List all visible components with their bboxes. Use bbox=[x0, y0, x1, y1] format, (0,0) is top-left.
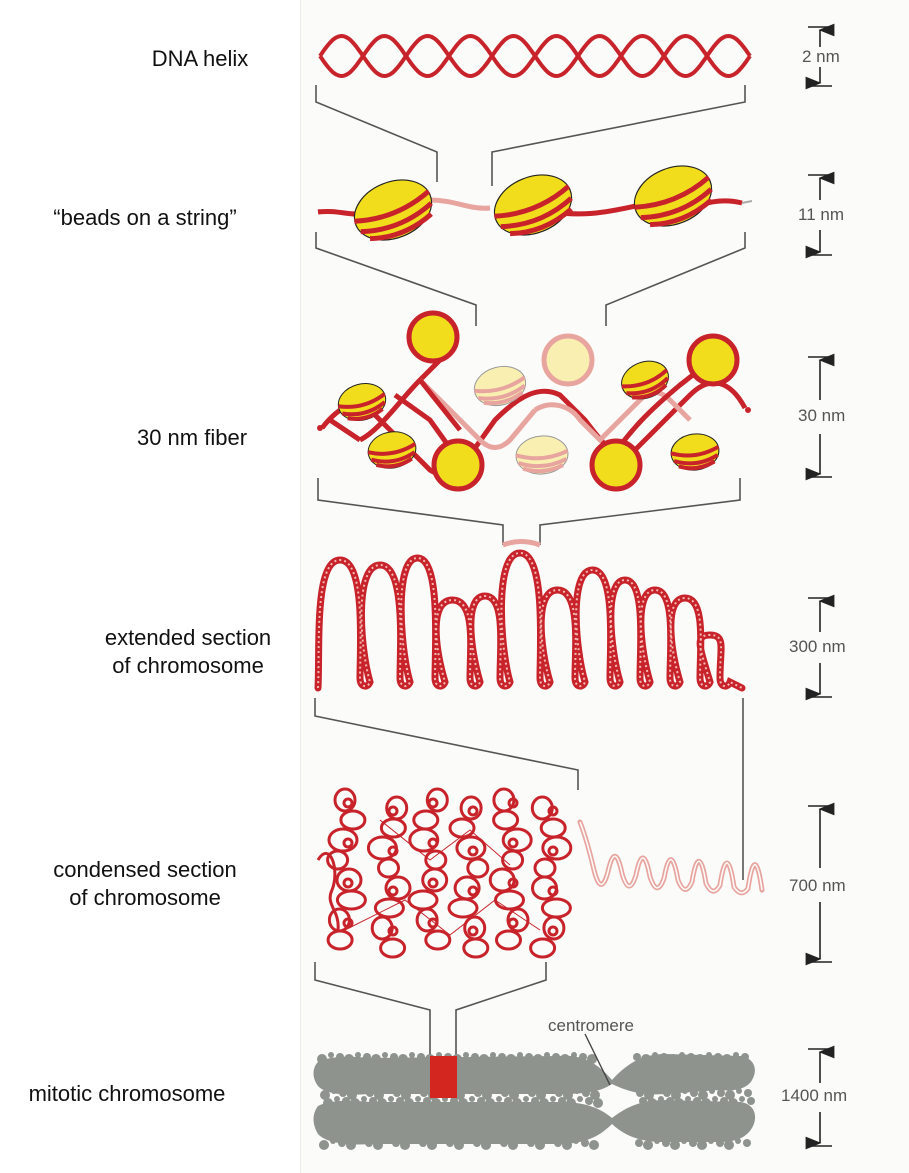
connector-condensed-to-mitotic bbox=[315, 962, 546, 1058]
size-label-30nm: 30 nm bbox=[797, 406, 846, 426]
nucleosome-face-2 bbox=[544, 336, 592, 384]
dna-helix-drawing bbox=[320, 36, 750, 76]
beads-on-string-drawing bbox=[318, 155, 752, 251]
size-label-700nm: 700 nm bbox=[788, 876, 847, 896]
connector-extended-to-condensed bbox=[315, 698, 743, 880]
nucleosome-face-1 bbox=[409, 313, 457, 361]
size-label-2nm: 2 nm bbox=[801, 47, 841, 67]
nucleosome-face-3 bbox=[689, 336, 737, 384]
connector-fiber-to-extended bbox=[318, 478, 740, 545]
helix-strand-b bbox=[320, 36, 750, 76]
nucleosome-face-5 bbox=[592, 441, 640, 489]
size-label-11nm: 11 nm bbox=[797, 205, 845, 225]
mitotic-chromosome-drawing bbox=[314, 1034, 756, 1150]
condensed-section-drawing bbox=[318, 789, 762, 957]
size-label-1400nm: 1400 nm bbox=[780, 1086, 848, 1106]
fiber-30nm-drawing bbox=[317, 313, 751, 489]
scale-bars bbox=[808, 27, 832, 1146]
nucleosome-face-4 bbox=[434, 441, 482, 489]
centromere-label: centromere bbox=[548, 1016, 634, 1036]
size-label-300nm: 300 nm bbox=[788, 637, 847, 657]
highlighted-region bbox=[430, 1056, 457, 1098]
extended-section-drawing bbox=[318, 553, 742, 688]
nucleosome-1 bbox=[345, 169, 440, 251]
connector-beads-to-fiber bbox=[316, 232, 745, 326]
nucleosome-3 bbox=[625, 155, 720, 237]
nucleosome-2 bbox=[485, 164, 580, 246]
